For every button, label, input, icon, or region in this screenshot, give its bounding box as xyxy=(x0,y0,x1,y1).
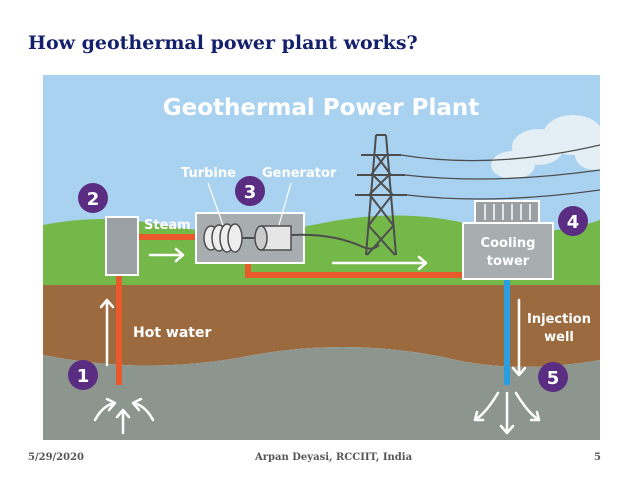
generator-pointer xyxy=(278,182,292,226)
transmission-tower xyxy=(355,134,600,256)
footer-date: 5/29/2020 xyxy=(28,452,85,463)
step-number-1: 1 xyxy=(77,366,90,387)
footer-author: Arpan Deyasi, RCCIIT, India xyxy=(255,452,413,463)
step-number-5: 5 xyxy=(547,368,560,389)
turbine-pointer xyxy=(207,182,224,226)
power-cable xyxy=(290,233,380,250)
step-badge-4: 4 xyxy=(558,206,588,236)
steam-label: Steam xyxy=(144,218,191,233)
step-number-3: 3 xyxy=(244,182,257,203)
geothermal-diagram: Geothermal Power Plant xyxy=(43,75,600,440)
injection-label-line1: Injection xyxy=(527,312,591,327)
cooling-tower-label-line2: tower xyxy=(487,254,530,269)
return-pipe xyxy=(245,263,463,278)
generator-icon xyxy=(254,225,292,251)
footer-page-number: 5 xyxy=(594,452,601,463)
hot-water-label: Hot water xyxy=(133,325,211,341)
diagram-heading: Geothermal Power Plant xyxy=(163,95,479,121)
step-badge-3: 3 xyxy=(235,176,265,206)
turbine-icon xyxy=(203,223,243,253)
bedrock-layer xyxy=(43,347,600,440)
generator-label: Generator xyxy=(262,166,337,181)
grass-hills xyxy=(43,215,600,285)
injection-label-line2: well xyxy=(544,330,574,345)
steam-cloud xyxy=(491,115,600,179)
step-badge-2: 2 xyxy=(78,183,108,213)
wellhead-box xyxy=(105,216,139,276)
vent-slats-icon xyxy=(484,204,531,220)
flow-arrows xyxy=(93,247,541,435)
turbine-label: Turbine xyxy=(181,166,236,181)
cooling-tower-label-line1: Cooling xyxy=(481,236,536,251)
step-number-2: 2 xyxy=(87,189,100,210)
step-badge-1: 1 xyxy=(68,360,98,390)
slide-title: How geothermal power plant works? xyxy=(28,32,418,54)
step-badge-5: 5 xyxy=(538,362,568,392)
soil-layer xyxy=(43,285,600,367)
step-number-4: 4 xyxy=(567,212,580,233)
cooling-tower xyxy=(462,222,554,280)
